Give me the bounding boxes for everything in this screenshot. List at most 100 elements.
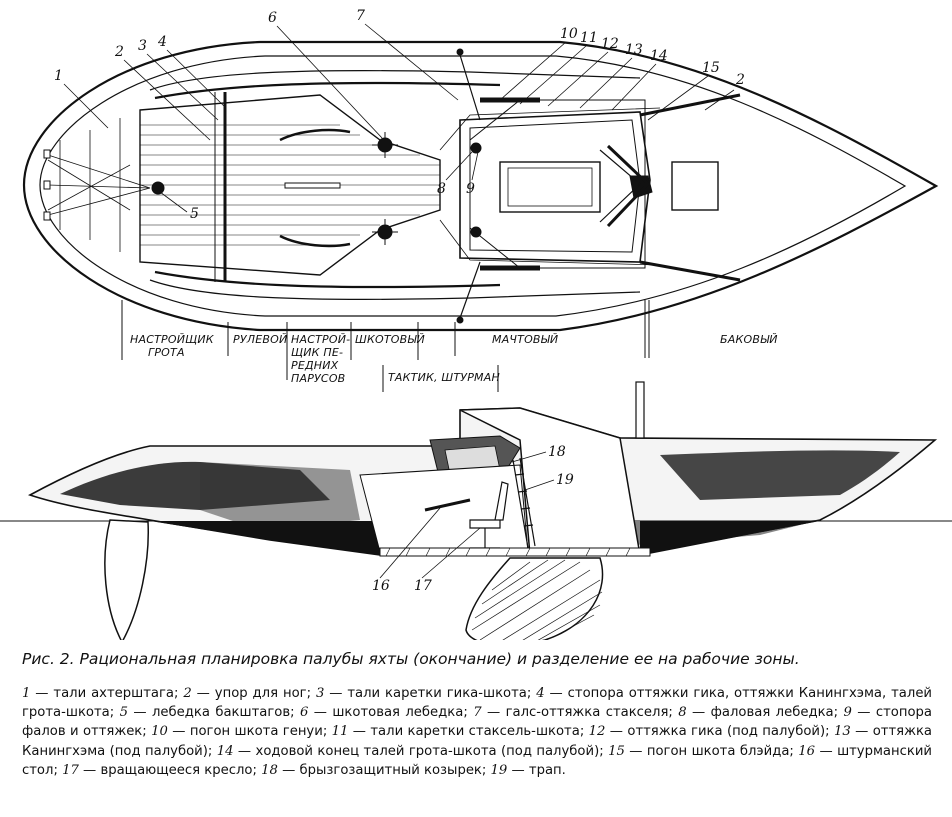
legend-item-text: ходовой конец талей грота-шкота (под пал… xyxy=(255,743,600,759)
figure-caption: Рис. 2. Рациональная планировка палубы я… xyxy=(22,650,800,668)
legend-item-text: галс-оттяжка стакселя xyxy=(505,705,669,721)
legend-item: 15 — погон шкота блэйда; xyxy=(608,743,799,759)
callout-15: 15 xyxy=(647,60,720,121)
legend-item: 7 — галс-оттяжка стакселя; xyxy=(473,705,679,721)
callout-7: 7 xyxy=(356,8,459,101)
legend-item: 14 — ходовой конец талей грота-шкота (по… xyxy=(216,743,609,759)
legend-item-text: погон шкота блэйда xyxy=(646,743,790,759)
svg-text:4: 4 xyxy=(157,34,167,50)
legend-item: 4 — стопора оттяжки гика, оттяжки Канинг… xyxy=(22,686,932,721)
legend-item-number: 7 xyxy=(473,705,482,721)
zone-bow: БАКОВЫЙ xyxy=(720,333,778,346)
zone-labels: НАСТРОЙЩИК ГРОТА РУЛЕВОЙ НАСТРОЙ- ЩИК ПЕ… xyxy=(130,333,778,385)
svg-text:14: 14 xyxy=(650,48,668,64)
zone-head-trim-4: ПАРУСОВ xyxy=(291,372,345,385)
legend-item-text: оттяжка Канингхэма (под палубой) xyxy=(22,724,933,759)
legend-item-number: 14 xyxy=(216,743,234,759)
legend-item-number: 3 xyxy=(315,686,325,701)
side-callouts: 16 17 18 19 xyxy=(372,444,574,594)
deck-layout-figure: 1 2 3 4 5 6 7 8 xyxy=(0,8,952,640)
cockpit-floor xyxy=(139,94,441,276)
blade-track-port xyxy=(639,93,741,117)
legend-item-number: 6 xyxy=(299,705,309,721)
callout-17: 17 xyxy=(414,527,481,594)
callout-5: 5 xyxy=(159,191,199,222)
legend-item-text: упор для ног xyxy=(214,686,307,701)
legend: 1 — тали ахтерштага; 2 — упор для ног; 3… xyxy=(22,684,932,780)
legend-item-text: погон шкота генуи xyxy=(189,724,323,740)
legend-item: 16 — штурманский стол; xyxy=(22,743,932,778)
legend-item-text: тали каретки гика-шкота xyxy=(347,686,527,701)
svg-text:13: 13 xyxy=(625,42,643,58)
svg-text:18: 18 xyxy=(548,444,566,460)
svg-text:9: 9 xyxy=(466,181,475,197)
svg-text:19: 19 xyxy=(556,472,574,488)
callout-16: 16 xyxy=(372,507,441,594)
legend-item-number: 1 xyxy=(22,686,31,701)
zone-main-trim-2: ГРОТА xyxy=(148,346,185,359)
svg-text:15: 15 xyxy=(702,60,720,76)
side-view-profile xyxy=(0,381,952,640)
legend-item: 1 — тали ахтерштага; xyxy=(22,686,184,701)
legend-item-number: 16 xyxy=(798,743,816,759)
legend-item-text: тали ахтерштага xyxy=(53,686,174,701)
callout-6: 6 xyxy=(268,10,383,139)
legend-item: 10 — погон шкота генуи; xyxy=(151,724,332,740)
callout-14: 14 xyxy=(611,48,668,111)
legend-item: 17 — вращающееся кресло; xyxy=(62,762,262,778)
legend-item-number: 17 xyxy=(62,762,79,778)
zone-head-trim-1: НАСТРОЙ- xyxy=(291,333,350,346)
legend-item: 2 — упор для ног; xyxy=(183,686,316,701)
legend-item: 6 — шкотовая лебедка; xyxy=(299,705,474,721)
svg-text:5: 5 xyxy=(190,206,199,222)
legend-item-number: 10 xyxy=(151,724,168,740)
legend-item-text: тали каретки стаксель-шкота xyxy=(370,724,580,740)
deck-inner-edge xyxy=(39,55,907,317)
legend-item-number: 13 xyxy=(833,724,851,740)
zone-head-trim-3: РЕДНИХ xyxy=(291,359,339,372)
svg-text:6: 6 xyxy=(268,10,277,26)
zone-tactician: ТАКТИК, ШТУРМАН xyxy=(388,371,500,384)
swivel-seat xyxy=(469,481,509,549)
zone-helm: РУЛЕВОЙ xyxy=(233,333,287,346)
keel xyxy=(465,557,604,640)
legend-item-number: 4 xyxy=(536,686,545,701)
mast-stub xyxy=(635,381,645,439)
companion-ladder xyxy=(512,457,536,549)
svg-text:12: 12 xyxy=(601,36,619,52)
svg-text:17: 17 xyxy=(414,578,432,594)
legend-item: 11 — тали каретки стаксель-шкота; xyxy=(331,724,589,740)
legend-item-text: шкотовая лебедка xyxy=(332,705,464,721)
callout-4: 4 xyxy=(157,34,227,109)
legend-item: 18 — брызгозащитный козырек; xyxy=(261,762,491,778)
callout-2: 2 xyxy=(114,44,211,141)
callout-18: 18 xyxy=(511,444,566,463)
callout-12: 12 xyxy=(547,36,619,107)
legend-item-text: стопора фалов и оттяжек xyxy=(22,705,932,740)
legend-item: 8 — фаловая лебедка; xyxy=(678,705,844,721)
rudder xyxy=(104,519,150,640)
zone-main-trim-1: НАСТРОЙЩИК xyxy=(130,333,215,346)
cabin-house xyxy=(459,111,651,263)
legend-item: 9 — стопора фалов и оттяжек; xyxy=(22,705,932,740)
svg-text:7: 7 xyxy=(356,8,365,24)
callout-10: 10 xyxy=(499,26,578,101)
callout-3: 3 xyxy=(138,38,219,121)
legend-item-text: фаловая лебедка xyxy=(710,705,834,721)
callout-11: 11 xyxy=(519,30,598,105)
svg-text:2: 2 xyxy=(735,72,745,88)
zone-head-trim-2: ЩИК ПЕ- xyxy=(291,346,343,359)
svg-text:11: 11 xyxy=(580,30,598,46)
legend-item-text: трап xyxy=(528,762,562,778)
svg-text:8: 8 xyxy=(437,181,446,197)
legend-item-number: 19 xyxy=(490,762,508,778)
legend-item-number: 2 xyxy=(183,686,192,701)
hull-outline xyxy=(22,40,939,332)
legend-item-text: стопора оттяжки гика, оттяжки Канингхэма… xyxy=(22,686,932,721)
callout-9: 9 xyxy=(466,151,479,197)
callout-19: 19 xyxy=(524,472,574,491)
zone-mast: МАЧТОВЫЙ xyxy=(492,333,558,346)
legend-item-number: 15 xyxy=(608,743,625,759)
legend-item-text: штурманский стол xyxy=(22,743,932,778)
legend-item: 13 — оттяжка Канингхэма (под палубой); xyxy=(22,724,933,759)
